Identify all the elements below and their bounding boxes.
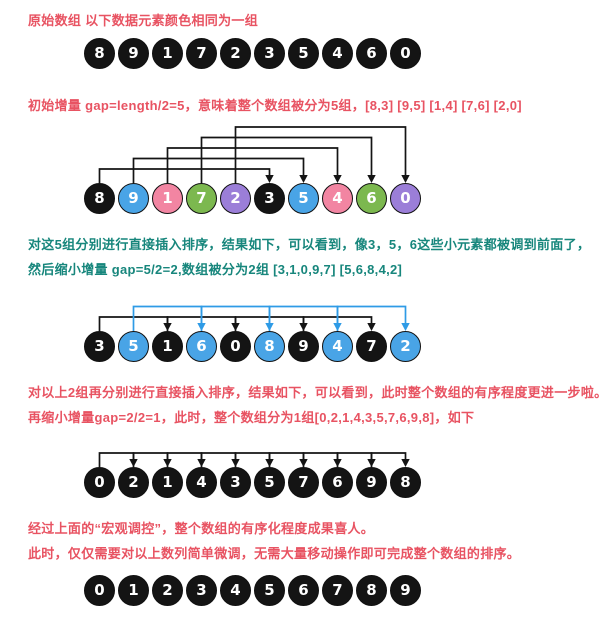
- array-element: 3: [254, 183, 285, 214]
- array-element: 6: [356, 38, 387, 69]
- array-element: 4: [322, 38, 353, 69]
- array-element: 0: [220, 331, 251, 362]
- group-arrows-gap2: [98, 305, 410, 331]
- array-element: 3: [84, 331, 115, 362]
- caption-sort-pass2-line1: 对以上2组再分别进行直接插入排序，结果如下，可以看到，此时整个数组的有序程度更进…: [28, 385, 600, 400]
- array-element: 4: [220, 575, 251, 606]
- array-element: 2: [390, 331, 421, 362]
- caption-gap5: 初始增量 gap=length/2=5，意味着整个数组被分为5组，[8,3] […: [28, 98, 522, 113]
- array-element: 4: [322, 183, 353, 214]
- array-element: 9: [356, 467, 387, 498]
- array-element: 0: [390, 38, 421, 69]
- array-element: 0: [84, 575, 115, 606]
- caption-original-array: 原始数组 以下数据元素颜色相同为一组: [28, 13, 259, 28]
- caption-final-line1: 经过上面的“宏观调控”，整个数组的有序化程度成果喜人。: [28, 521, 375, 536]
- array-element: 8: [84, 183, 115, 214]
- array-element: 6: [356, 183, 387, 214]
- group-arrows-gap1: [98, 452, 410, 467]
- array-element: 2: [220, 38, 251, 69]
- array-element: 1: [152, 38, 183, 69]
- array-element: 7: [322, 575, 353, 606]
- array-element: 6: [288, 575, 319, 606]
- array-element: 8: [254, 331, 285, 362]
- array-element: 2: [152, 575, 183, 606]
- array-element: 7: [186, 38, 217, 69]
- array-element: 7: [186, 183, 217, 214]
- array-element: 8: [390, 467, 421, 498]
- array-element: 7: [356, 331, 387, 362]
- array-element: 6: [186, 331, 217, 362]
- array-element: 0: [84, 467, 115, 498]
- array-element: 2: [220, 183, 251, 214]
- array-element: 6: [322, 467, 353, 498]
- array-element: 8: [356, 575, 387, 606]
- array-element: 2: [118, 467, 149, 498]
- array-element: 1: [118, 575, 149, 606]
- array-element: 1: [152, 183, 183, 214]
- group-arrows-gap5: [98, 126, 410, 183]
- array-element: 9: [118, 183, 149, 214]
- array-element: 5: [288, 183, 319, 214]
- array-element: 9: [118, 38, 149, 69]
- caption-sort-pass1-line2: 然后缩小增量 gap=5/2=2,数组被分为2组 [3,1,0,9,7] [5,…: [28, 262, 403, 277]
- array-element: 7: [288, 467, 319, 498]
- array-element: 5: [118, 331, 149, 362]
- array-element: 1: [152, 331, 183, 362]
- caption-sort-pass2-line2: 再缩小增量gap=2/2=1，此时，整个数组分为1组[0,2,1,4,3,5,7…: [28, 410, 475, 425]
- array-element: 8: [84, 38, 115, 69]
- array-element: 3: [220, 467, 251, 498]
- array-element: 5: [288, 38, 319, 69]
- array-element: 3: [186, 575, 217, 606]
- array-element: 1: [152, 467, 183, 498]
- caption-final-line2: 此时，仅仅需要对以上数列简单微调，无需大量移动操作即可完成整个数组的排序。: [28, 546, 521, 561]
- array-element: 5: [254, 575, 285, 606]
- array-element: 4: [322, 331, 353, 362]
- array-element: 9: [390, 575, 421, 606]
- array-element: 9: [288, 331, 319, 362]
- caption-sort-pass1-line1: 对这5组分别进行直接插入排序，结果如下，可以看到，像3，5，6这些小元素都被调到…: [28, 237, 591, 252]
- array-element: 5: [254, 467, 285, 498]
- array-element: 0: [390, 183, 421, 214]
- array-element: 3: [254, 38, 285, 69]
- array-element: 4: [186, 467, 217, 498]
